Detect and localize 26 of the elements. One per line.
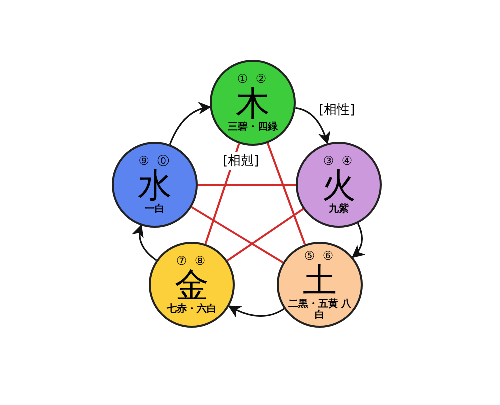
- arrow: [296, 107, 330, 145]
- arrow: [228, 306, 285, 318]
- element-character: 土: [303, 262, 337, 298]
- element-character: 木: [236, 86, 270, 122]
- number-label: ⑤ ⑥: [304, 250, 336, 262]
- arrow: [352, 223, 366, 258]
- color-label: 一白: [144, 204, 166, 215]
- color-label: 七赤・六白: [166, 304, 218, 315]
- line: [227, 208, 304, 262]
- caption-label: [相剋]: [222, 152, 260, 170]
- color-label: 三碧・四緑: [227, 122, 279, 133]
- element-character: 水: [138, 168, 172, 204]
- color-label: 二黒・五黄 八白: [288, 298, 352, 320]
- number-label: ⑨ ⓪: [138, 155, 172, 168]
- arrow: [169, 102, 212, 146]
- number-label: ③ ④: [323, 155, 355, 168]
- element-character: 金: [175, 268, 209, 304]
- color-label: 九紫: [328, 204, 350, 215]
- line: [266, 143, 306, 245]
- edge-label: [相性]: [318, 101, 356, 119]
- arrow: [132, 224, 158, 262]
- line: [198, 184, 296, 186]
- number-label: ⑦ ⑧: [176, 255, 208, 268]
- element-character: 火: [322, 168, 356, 204]
- number-label: ① ②: [237, 73, 269, 86]
- line: [191, 206, 284, 264]
